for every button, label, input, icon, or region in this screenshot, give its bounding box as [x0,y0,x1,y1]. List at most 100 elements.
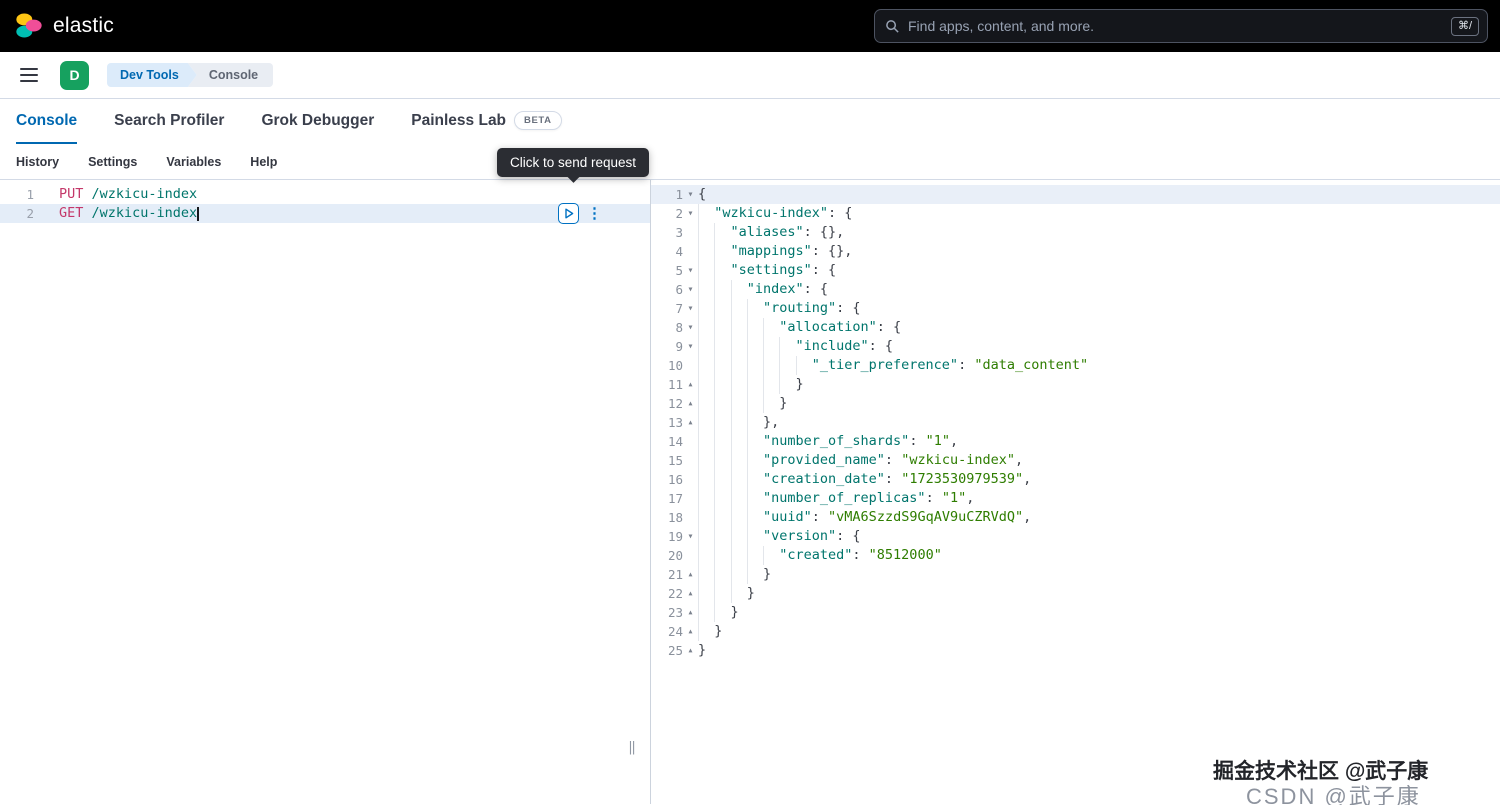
indent-guide [714,223,730,242]
json-punctuation: : {}, [803,224,845,240]
fold-toggle-icon[interactable]: ▴ [687,398,694,409]
response-line-code: } [698,565,771,584]
response-line: 24▴} [651,622,1500,641]
fold-spacer [683,489,698,508]
json-punctuation: : { [836,300,861,316]
line-number: 3 [675,225,683,240]
json-punctuation: } [730,604,739,620]
more-actions-button[interactable]: ⋮ [587,205,602,222]
indent-guide [698,261,714,280]
response-line-code: "include": { [698,337,893,356]
indent-guide [698,223,714,242]
indent-guide [714,299,730,318]
indent-guide [698,204,714,223]
line-number: 1 [26,187,34,202]
tab-grok-debugger[interactable]: Grok Debugger [261,99,374,144]
fold-toggle-icon[interactable]: ▾ [687,265,694,276]
indent-guide [730,470,747,489]
json-punctuation: : [884,471,902,487]
fold-toggle-icon[interactable]: ▴ [687,588,694,599]
json-punctuation: : {}, [811,243,853,259]
request-path: /wzkicu-index [83,205,198,221]
indent-guide [746,546,763,565]
fold-toggle-icon[interactable]: ▾ [687,284,694,295]
tooltip-text: Click to send request [510,155,637,170]
menu-help[interactable]: Help [250,154,278,169]
menu-icon[interactable] [12,58,46,92]
indent-guide [763,356,779,375]
fold-toggle-icon[interactable]: ▴ [687,645,694,656]
response-line: 8▾"allocation": { [651,318,1500,337]
request-line-1[interactable]: 1 PUT /wzkicu-index [0,185,650,204]
indent-guide [730,318,747,337]
json-key: "settings" [730,262,812,278]
elastic-logo-icon[interactable] [14,11,44,41]
breadcrumb-console[interactable]: Console [187,63,274,87]
indent-guide [714,451,730,470]
fold-spacer [683,223,698,242]
response-line: 21▴} [651,565,1500,584]
line-number: 19 [667,529,683,544]
request-line-code[interactable]: PUT /wzkicu-index [42,185,197,204]
indent-guide [698,508,714,527]
indent-guide [698,318,714,337]
brand-text: elastic [53,14,114,37]
tab-search-profiler[interactable]: Search Profiler [114,99,224,144]
indent-guide [730,489,747,508]
fold-toggle-icon[interactable]: ▾ [687,189,694,200]
menu-variables[interactable]: Variables [166,154,222,169]
fold-toggle-icon[interactable]: ▴ [687,569,694,580]
global-search[interactable]: ⌘/ [874,9,1488,43]
indent-guide [730,432,747,451]
response-line-code: "provided_name": "wzkicu-index", [698,451,1023,470]
json-key: "routing" [763,300,837,316]
breadcrumb-dev-tools[interactable]: Dev Tools [107,63,197,87]
indent-guide [730,413,747,432]
fold-toggle-icon[interactable]: ▾ [687,303,694,314]
fold-toggle-icon[interactable]: ▾ [687,208,694,219]
fold-toggle-icon[interactable]: ▾ [687,531,694,542]
pane-resize-handle[interactable]: ‖ [628,740,636,755]
response-line-code: } [698,394,787,413]
indent-guide [714,489,730,508]
indent-guide [714,584,730,603]
response-line: 19▾"version": { [651,527,1500,546]
indent-guide [714,337,730,356]
indent-guide [698,565,714,584]
fold-toggle-icon[interactable]: ▴ [687,626,694,637]
indent-guide [730,375,747,394]
indent-guide [730,527,747,546]
response-line-code: } [698,622,722,641]
indent-guide [698,394,714,413]
fold-spacer [683,432,698,451]
response-line: 14"number_of_shards": "1", [651,432,1500,451]
response-line-code: "created": "8512000" [698,546,942,565]
tab-console[interactable]: Console [16,99,78,144]
indent-guide [714,565,730,584]
search-input[interactable] [908,18,1443,34]
menu-history[interactable]: History [16,154,60,169]
menu-settings[interactable]: Settings [88,154,138,169]
request-line-2[interactable]: 2 GET /wzkicu-index ⋮ [0,203,650,224]
deployment-badge[interactable]: D [60,60,89,90]
line-number: 23 [667,605,683,620]
response-line: 22▴} [651,584,1500,603]
json-value: "wzkicu-index" [901,452,1015,468]
tab-painless-lab[interactable]: Painless Lab BETA [411,99,562,144]
fold-toggle-icon[interactable]: ▴ [687,379,694,390]
json-punctuation: } [763,566,772,582]
fold-toggle-icon[interactable]: ▾ [687,341,694,352]
indent-guide [730,451,747,470]
fold-toggle-icon[interactable]: ▴ [687,607,694,618]
json-punctuation: , [966,490,975,506]
response-line: 5▾"settings": { [651,261,1500,280]
request-line-code[interactable]: GET /wzkicu-index [42,204,200,223]
json-key: "uuid" [763,509,812,525]
request-editor[interactable]: 1 PUT /wzkicu-index 2 GET /wzkicu-index … [0,180,651,804]
indent-guide [714,603,730,622]
response-line-code: "uuid": "vMA6SzzdS9GqAV9uCZRVdQ", [698,508,1031,527]
response-line: 25▴} [651,641,1500,660]
fold-toggle-icon[interactable]: ▴ [687,417,694,428]
send-request-button[interactable] [558,203,579,224]
fold-toggle-icon[interactable]: ▾ [687,322,694,333]
